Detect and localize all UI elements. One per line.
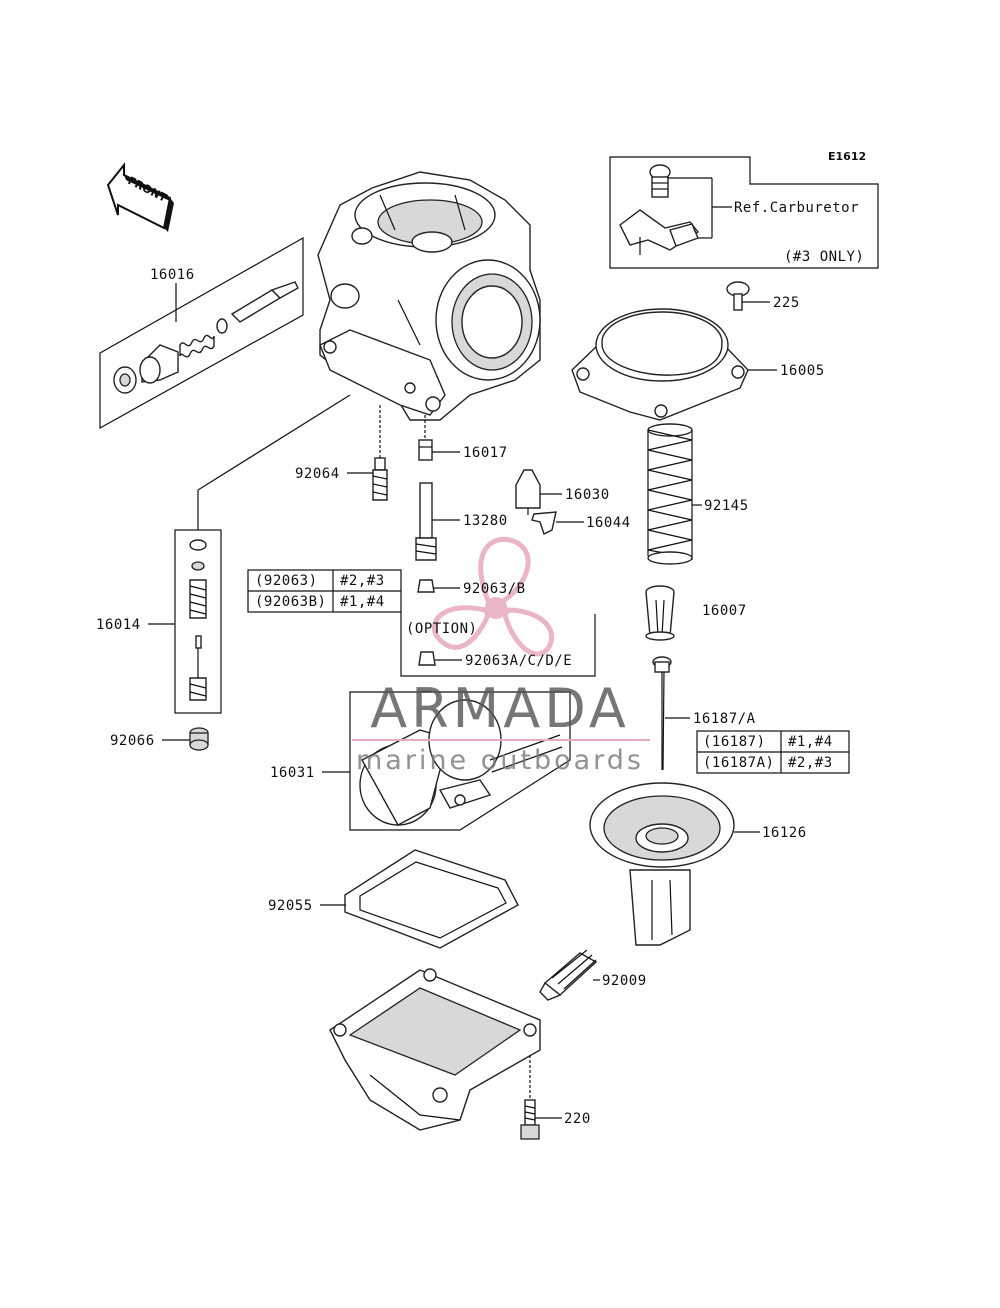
part-16187: 16187/A [652, 656, 756, 771]
ref-carburetor-box: Ref.Carburetor (#3 ONLY) [609, 156, 879, 269]
part-92063b: 92063/B [417, 579, 526, 597]
label-92066: 92066 [110, 733, 155, 749]
float-bowl [329, 968, 541, 1131]
part-16017: 16017 [418, 415, 508, 461]
diagram-code: E1612 [828, 150, 866, 163]
label-16014: 16014 [96, 617, 141, 633]
label-220: 220 [564, 1111, 591, 1127]
option-box: (OPTION) 92063A/C/D/E [400, 612, 596, 677]
part-92009: 92009 [539, 949, 647, 1001]
table-16187-models-2: #2,#3 [788, 755, 833, 771]
table-92063-models-2: #1,#4 [340, 594, 385, 610]
part-92055: 92055 [268, 849, 519, 949]
table-16187-models-1: #1,#4 [788, 734, 833, 750]
table-16187: (16187) #1,#4 (16187A) #2,#3 [696, 730, 850, 774]
table-92063-part-2: (92063B) [255, 594, 326, 610]
table-16187-part-1: (16187) [703, 734, 766, 750]
part-92145: 92145 [647, 423, 749, 565]
label-16187: 16187/A [693, 711, 756, 727]
watermark-brand: ARMADA [370, 677, 630, 740]
label-225: 225 [773, 295, 800, 311]
option-label: (OPTION) [406, 621, 477, 637]
part-225: 225 [726, 281, 800, 311]
label-92063b: 92063/B [463, 581, 526, 597]
watermark-propeller-icon [432, 536, 555, 657]
label-92055: 92055 [268, 898, 313, 914]
part-16007: 16007 [645, 585, 747, 641]
part-220: 220 [520, 1055, 591, 1140]
label-16005: 16005 [780, 363, 825, 379]
front-arrow-icon: FRONT [106, 162, 174, 232]
table-92063-models-1: #2,#3 [340, 573, 385, 589]
label-16007: 16007 [702, 603, 747, 619]
carburetor-body [317, 171, 541, 421]
part-16005: 16005 [571, 308, 825, 421]
part-16126: 16126 [589, 782, 807, 946]
table-16187-part-2: (16187A) [703, 755, 774, 771]
label-92064: 92064 [295, 466, 340, 482]
part-16016-group: 16016 [99, 236, 304, 430]
label-92145: 92145 [704, 498, 749, 514]
part-13280: 13280 [415, 482, 508, 561]
label-92009: 92009 [602, 973, 647, 989]
ref-note: (#3 ONLY) [784, 249, 864, 265]
watermark: ARMADA marine outboards [352, 677, 650, 776]
label-16030: 16030 [565, 487, 610, 503]
label-13280: 13280 [463, 513, 508, 529]
part-92064: 92064 [295, 405, 388, 501]
label-92063ae: 92063A/C/D/E [465, 653, 572, 669]
part-92066: 92066 [110, 727, 209, 751]
ref-carburetor-label: Ref.Carburetor [734, 200, 859, 216]
part-16030: 16030 [515, 469, 610, 515]
label-16044: 16044 [586, 515, 631, 531]
part-16014-group: 16014 [96, 394, 351, 714]
label-16126: 16126 [762, 825, 807, 841]
table-92063-part-1: (92063) [255, 573, 318, 589]
part-16044: 16044 [531, 511, 631, 535]
label-16031: 16031 [270, 765, 315, 781]
label-16016: 16016 [150, 267, 195, 283]
label-16017: 16017 [463, 445, 508, 461]
watermark-tagline: marine outboards [356, 745, 644, 776]
table-92063: (92063) #2,#3 (92063B) #1,#4 [247, 569, 402, 613]
